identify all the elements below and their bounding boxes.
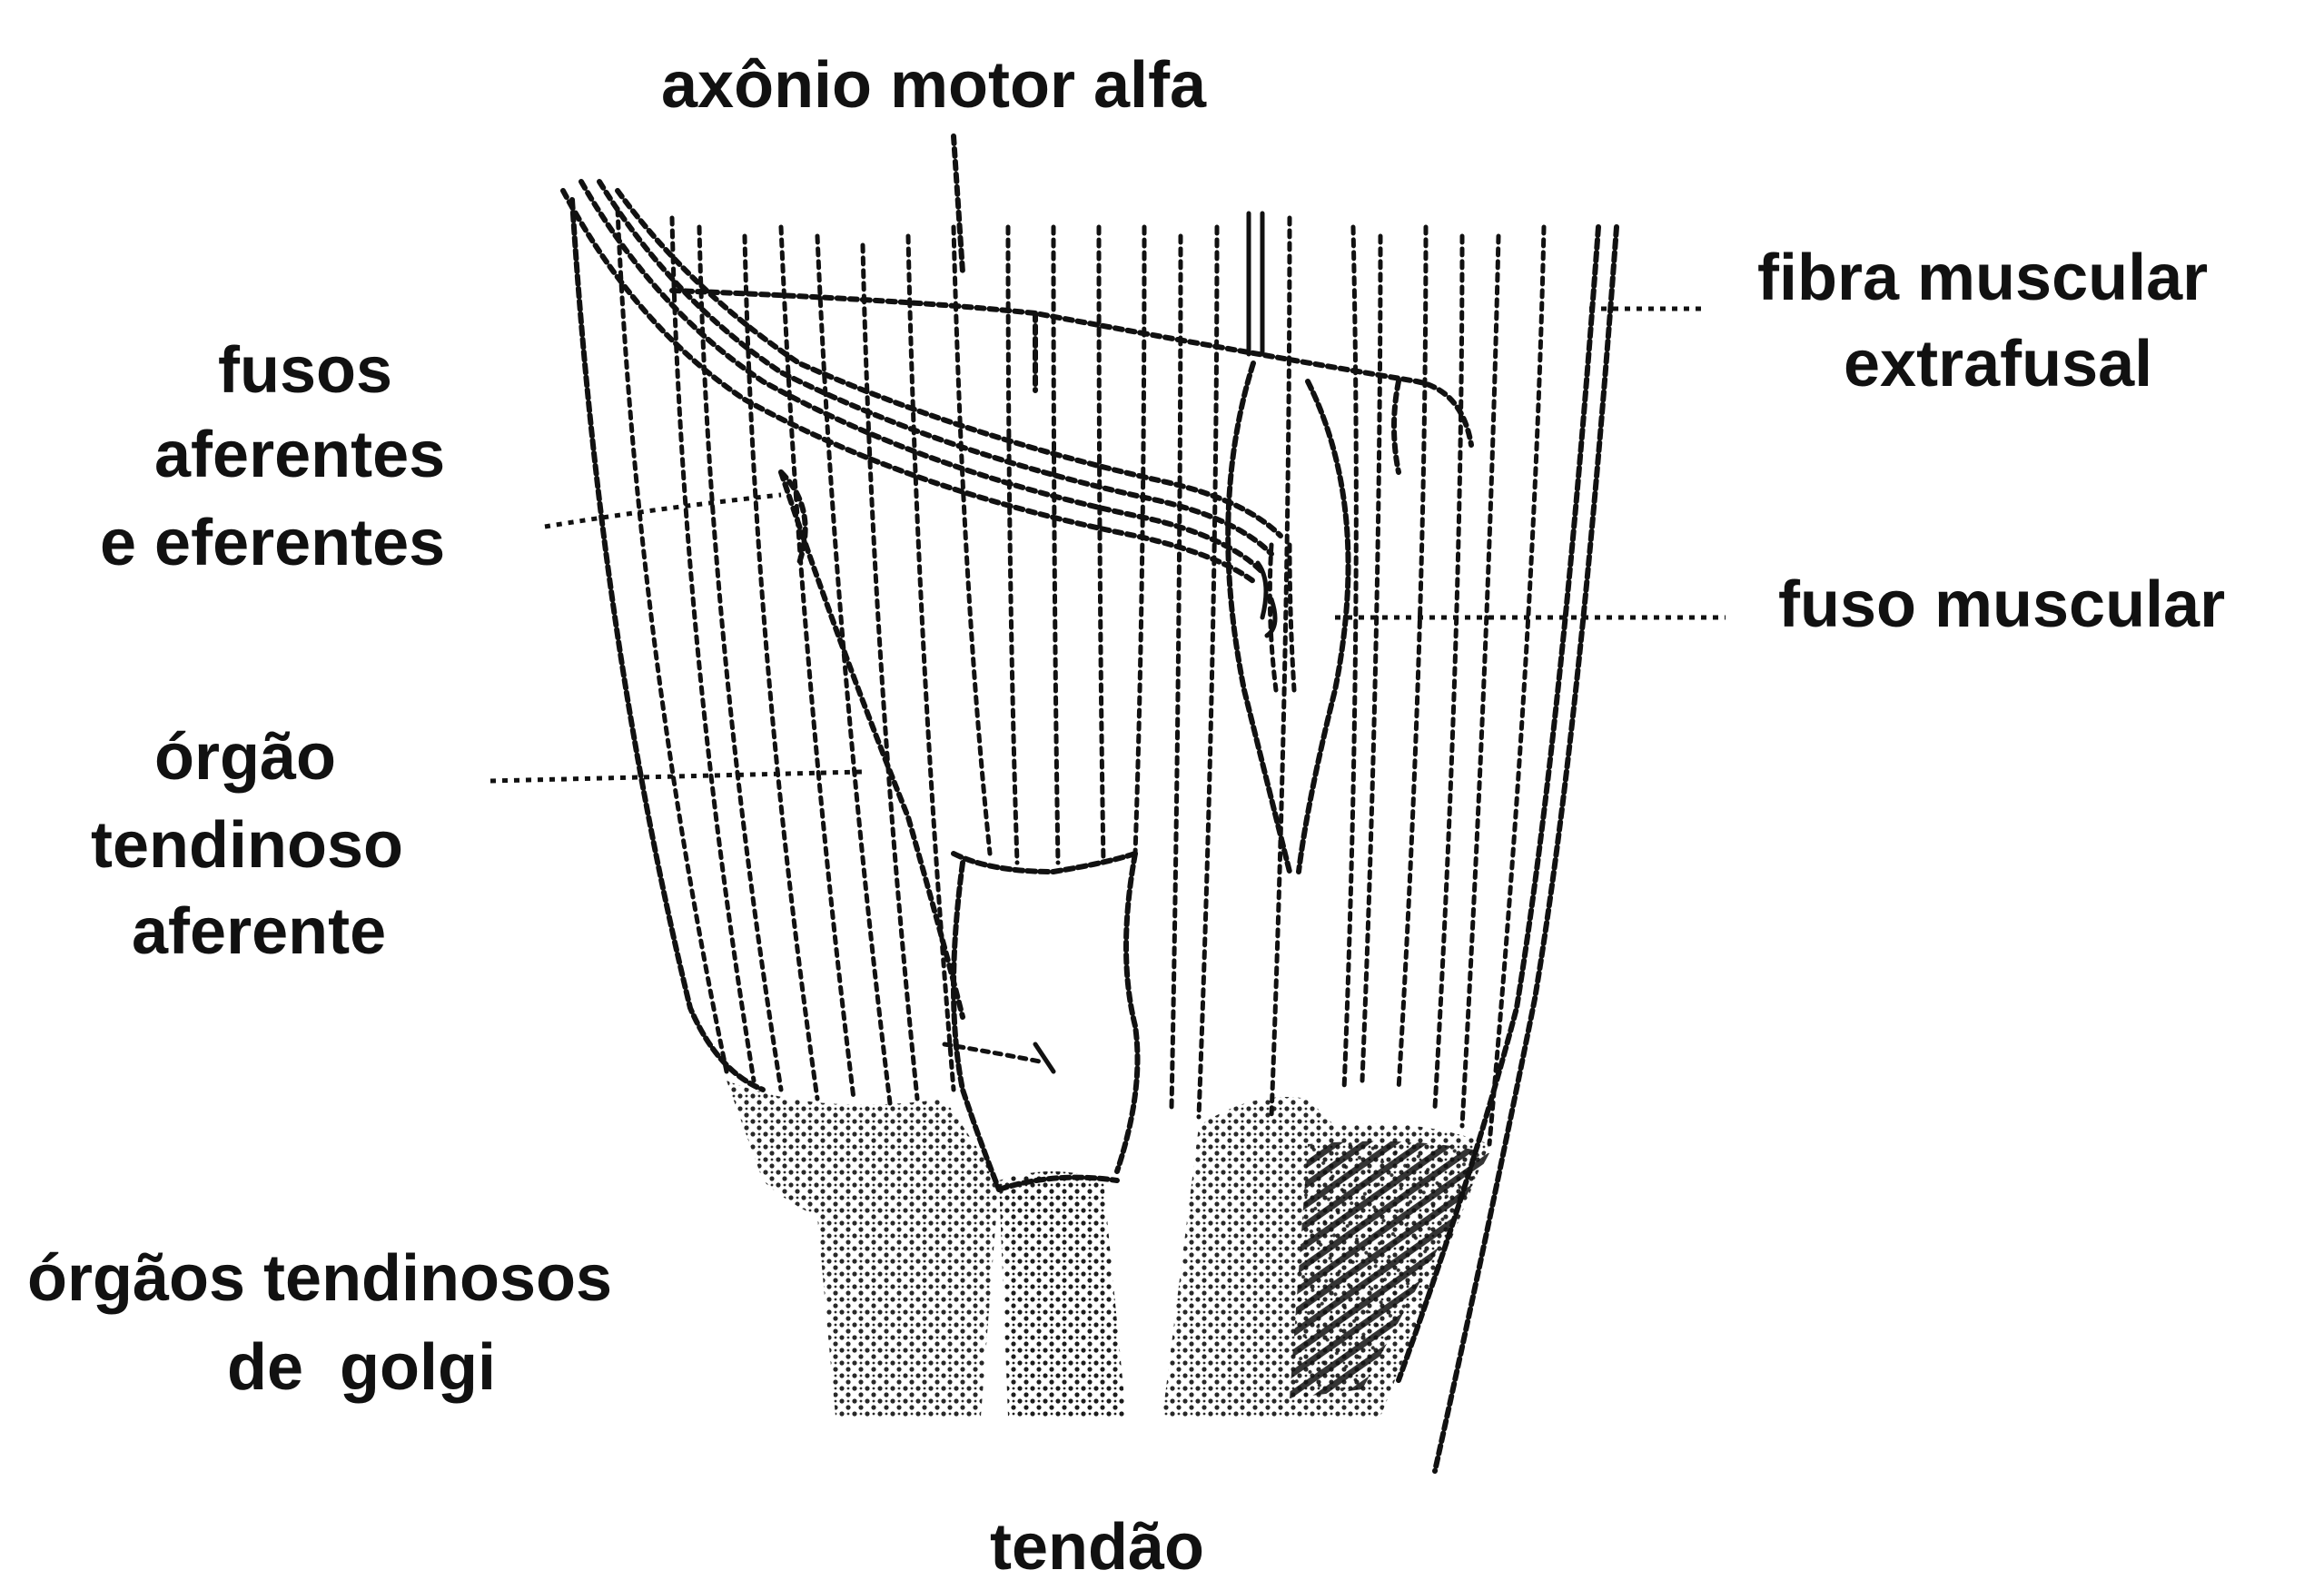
label-alpha-motor-axon: axônio motor alfa — [661, 49, 1207, 122]
extrafusal-fibers — [618, 209, 1544, 1144]
label-extrafusal-fiber-line1: fibra muscular — [1757, 242, 2208, 314]
leader-tendon-afferent — [490, 772, 863, 781]
label-golgi-organs-line2: de golgi — [227, 1331, 496, 1404]
golgi-tendon-organ-regions — [727, 1081, 1489, 1417]
leader-spindle-nerves — [545, 495, 781, 527]
golgi-region-left — [727, 1081, 999, 1417]
label-spindle-nerves-line1: fusos — [218, 334, 392, 407]
label-muscle-spindle: fuso muscular — [1778, 568, 2225, 641]
label-spindle-nerves-line2: aferentes — [154, 419, 445, 491]
labels: axônio motor alfa fibra muscular extrafu… — [27, 49, 2225, 1580]
label-extrafusal-fiber-line2: extrafusal — [1844, 328, 2152, 400]
golgi-region-center — [999, 1171, 1126, 1417]
tendon-organ-capsule — [944, 854, 1138, 1190]
label-tendon-afferent-line2: tendinoso — [91, 809, 403, 882]
label-golgi-organs-line1: órgãos tendinosos — [27, 1242, 612, 1315]
label-tendon: tendão — [990, 1511, 1204, 1580]
label-tendon-afferent-line3: aferente — [132, 895, 386, 968]
label-tendon-afferent-line1: órgão — [154, 721, 336, 794]
label-spindle-nerves-line3: e eferentes — [100, 507, 445, 579]
